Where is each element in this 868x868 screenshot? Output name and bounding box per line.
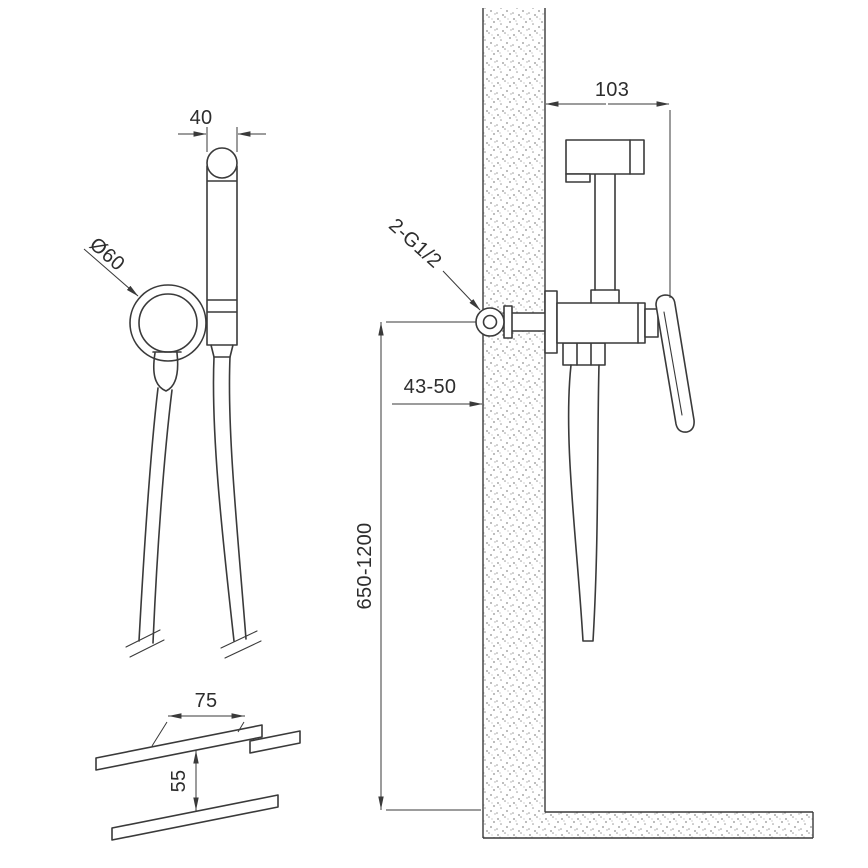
front-view bbox=[125, 147, 262, 659]
mixer-body-side bbox=[556, 302, 646, 344]
spray-head-top-front bbox=[206, 147, 238, 179]
wall-hatch bbox=[483, 8, 545, 838]
wall-rosette-inner bbox=[138, 293, 198, 353]
hose-outlet-hook bbox=[152, 351, 182, 392]
dim-handle-width-label: 40 bbox=[190, 107, 213, 129]
dim-2g12-leader bbox=[442, 270, 481, 311]
dim-650-extension-lines bbox=[380, 321, 481, 811]
spray-head-side bbox=[565, 139, 645, 175]
supply-connector-inner bbox=[482, 314, 498, 330]
lever-detail-line bbox=[663, 311, 683, 416]
spray-nozzle-lip bbox=[565, 173, 591, 183]
lever-pivot bbox=[644, 308, 659, 338]
dim-mounting-height-label: 650-1200 bbox=[354, 523, 376, 610]
floor-hatch bbox=[545, 812, 813, 838]
hose-nut-hex bbox=[562, 342, 606, 366]
dimension-650-1200: 650-1200 bbox=[354, 321, 481, 811]
dim-bracket-height-label: 55 bbox=[168, 770, 190, 793]
detail-view bbox=[95, 724, 301, 841]
spray-handle-front bbox=[206, 165, 238, 358]
dimension-43-50: 43-50 bbox=[392, 376, 483, 407]
side-view bbox=[475, 139, 695, 642]
supply-flange-disc bbox=[503, 305, 513, 339]
dim-projection-label: 103 bbox=[595, 79, 629, 101]
escutcheon-plate bbox=[544, 290, 558, 354]
dim-40-extension-lines bbox=[206, 127, 238, 152]
wall-section bbox=[482, 8, 814, 839]
wall-outline bbox=[482, 8, 814, 839]
bracket-lower-bar bbox=[111, 794, 279, 841]
dimension-2g12: 2-G1/2 bbox=[384, 214, 481, 311]
mixer-lever-handle bbox=[655, 294, 695, 433]
bracket-upper-bar bbox=[95, 724, 263, 771]
dim-bracket-width-label: 75 bbox=[195, 690, 218, 712]
shower-hose-front bbox=[138, 356, 247, 644]
supply-connector-outer bbox=[475, 307, 505, 337]
dimension-55: 55 bbox=[168, 750, 199, 811]
bracket-step-piece bbox=[249, 730, 301, 754]
dimension-40: 40 bbox=[178, 107, 266, 152]
hose-nut-facets bbox=[576, 342, 592, 366]
dimension-d60: Ø60 bbox=[83, 233, 139, 297]
dim-wall-thickness-label: 43-50 bbox=[404, 376, 457, 398]
hose-break-marks-front bbox=[125, 629, 262, 659]
dimension-103: 103 bbox=[545, 79, 671, 298]
shower-hose-side bbox=[567, 364, 600, 642]
supply-pipe-fill bbox=[503, 313, 546, 331]
holder-socket bbox=[590, 289, 620, 304]
wall-rosette-outer bbox=[129, 284, 207, 362]
dimension-75: 75 bbox=[151, 690, 245, 747]
dim-thread-connection-label: 2-G1/2 bbox=[384, 214, 446, 272]
dim-d60-leader bbox=[83, 248, 139, 297]
spray-handle-side bbox=[594, 173, 616, 291]
